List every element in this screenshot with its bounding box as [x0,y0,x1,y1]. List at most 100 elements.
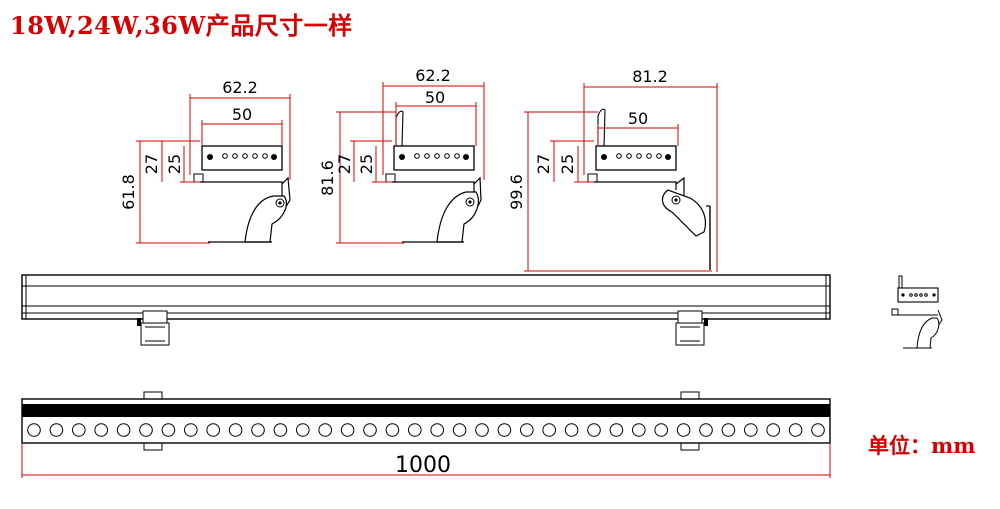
led-icon [94,423,108,437]
led-icon [520,423,534,437]
led-icon [744,423,758,437]
bracket-foot [244,195,287,243]
led-dot-icon [919,293,923,297]
unit-label: 单位：mm [868,433,976,458]
bracket-tab [137,318,141,326]
led-dot-icon [909,293,913,297]
bracket-view-1: 62.2 50 25 27 61.8 [119,78,291,244]
led-dot-icon [924,293,928,297]
led-icon [430,423,445,437]
dim-width-outer: 81.2 [632,67,668,86]
led-icon [318,423,333,437]
clip [193,173,204,183]
led-icon [609,423,624,437]
pivot-icon [468,200,472,204]
led-icon [811,423,825,437]
screw-icon [901,293,905,297]
led-icon [788,423,803,437]
bracket-arm [594,176,685,198]
led-dot-icon [222,153,228,159]
dim-width-inner: 50 [628,109,648,128]
dim-height-total: 99.6 [507,174,526,210]
bracket-clamp [677,310,703,324]
end-clip [898,275,903,288]
front-tab [143,442,163,451]
dim-width-outer: 62.2 [222,78,258,97]
bracket-tab [704,318,708,326]
bar-dark-strip [22,404,830,417]
dimension-lines [136,94,291,244]
housing-clip [597,108,606,147]
led-icon [654,423,669,437]
led-icon [184,423,198,437]
clip [385,173,396,183]
dim-width-inner: 50 [425,88,445,107]
bracket-body [140,322,170,346]
led-dot-icon [252,153,258,159]
front-tab [680,442,700,451]
bracket-clamp [142,310,168,324]
end-foot [916,317,940,349]
dim-height-small: 25 [357,154,376,174]
led-icon [408,423,422,437]
drawing-title: 18W,24W,36W产品尺寸一样 [10,11,353,40]
housing-outline [595,145,677,171]
led-icon [363,423,377,437]
led-dot-icon [444,153,450,159]
led-icon [340,423,355,437]
led-dot-icon [434,153,440,159]
led-icon [676,423,691,437]
side-bracket-left [137,310,170,346]
housing-clip [395,110,404,147]
dim-height-small: 25 [165,154,184,174]
led-icon [49,423,64,437]
length-dimension-lines [21,443,831,478]
led-dot-icon [646,153,652,159]
led-icon [587,423,601,437]
screw-icon [665,154,671,160]
screw-icon [399,154,405,160]
led-dot-icon [914,293,918,297]
led-dot-icon [616,153,622,159]
dimension-lines [336,82,485,244]
led-icon [116,423,131,437]
bracket-view-3: 81.2 50 25 27 99.6 [507,67,718,272]
led-icon [452,423,467,437]
led-dot-icon [232,153,238,159]
pivot-icon [671,195,681,205]
screw-icon [463,154,469,160]
dim-height-total: 81.6 [318,160,337,196]
led-icon [564,423,579,437]
led-icon [273,423,288,437]
end-housing [897,287,939,303]
led-icon [228,423,243,437]
led-icon [206,423,220,437]
housing-outline [393,145,475,171]
dim-height-small: 25 [558,154,577,174]
led-row [27,423,825,437]
led-icon [27,423,41,437]
end-view [891,275,943,349]
led-icon [251,423,265,437]
pivot-icon [674,198,678,202]
front-tab [143,391,163,400]
led-dot-icon [242,153,248,159]
dimension-lines [524,83,718,272]
screw-icon [207,154,213,160]
clip [587,173,598,183]
led-dot-icon [262,153,268,159]
led-dot-icon [454,153,460,159]
led-icon [161,423,176,437]
led-dot-icon [424,153,430,159]
front-tab [680,391,700,400]
led-icon [632,423,646,437]
dim-height-total: 61.8 [119,174,138,210]
dim-length: 1000 [395,453,451,478]
housing-outline [201,145,283,171]
screw-icon [601,154,607,160]
led-icon [475,423,489,437]
screw-icon [271,154,277,160]
led-icon [139,423,153,437]
